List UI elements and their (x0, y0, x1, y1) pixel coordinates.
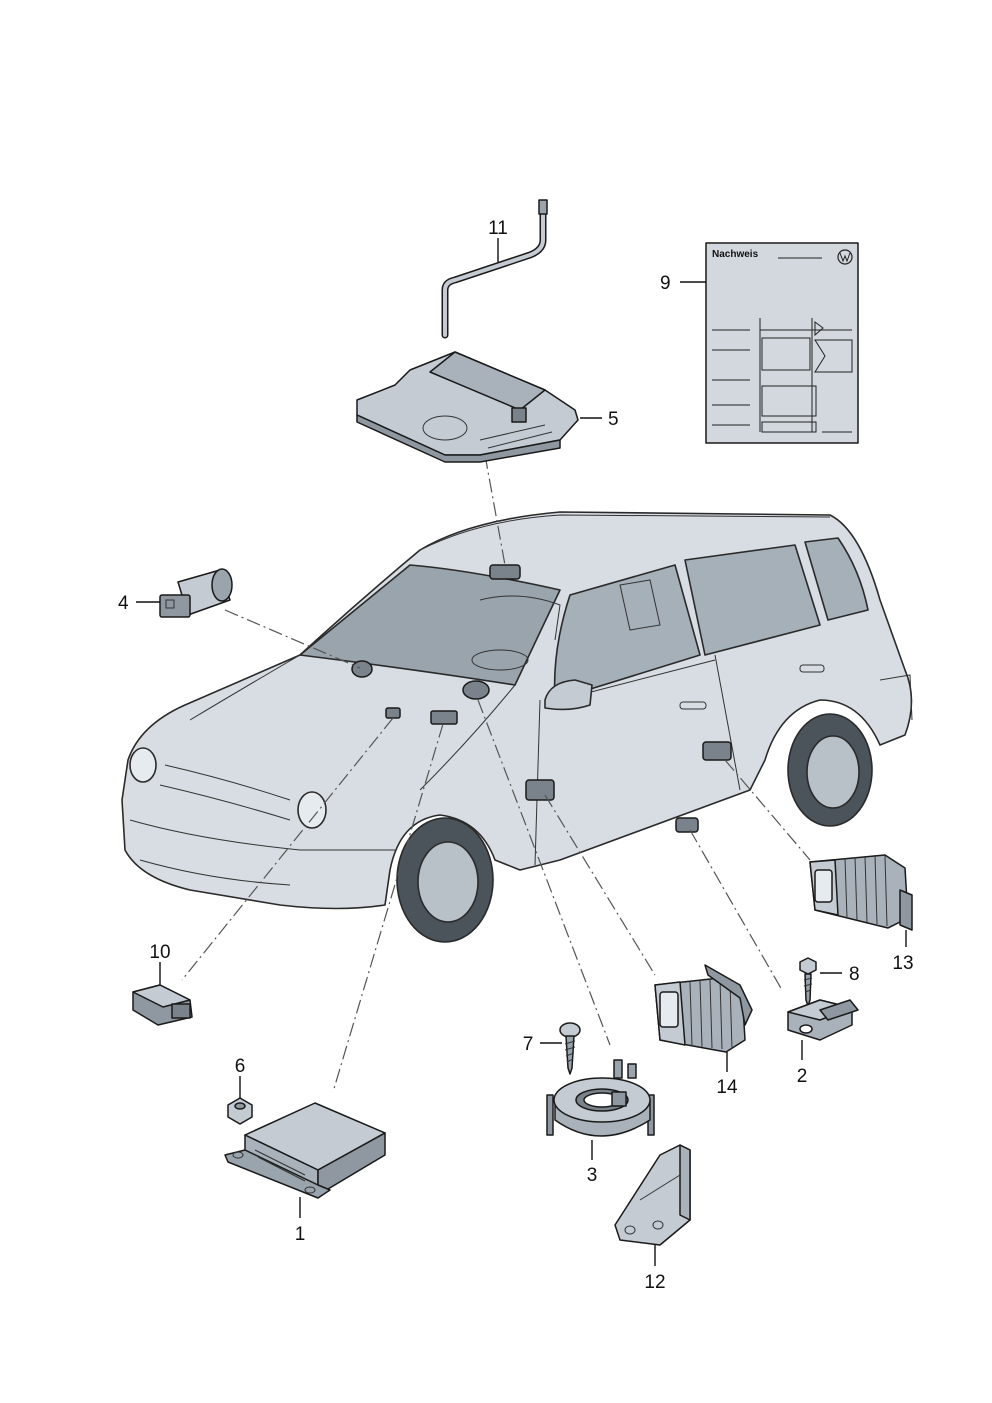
front-door-mount-marker (525, 779, 555, 801)
rear-side-window (684, 544, 821, 656)
part-14-sleeve (654, 964, 753, 1053)
mirror-mount-marker (351, 660, 373, 678)
right-headlight (297, 791, 327, 829)
part-7-screw (559, 1022, 581, 1075)
label-13: 13 (892, 953, 913, 974)
part-4-sensor (159, 568, 233, 618)
label-10: 10 (149, 942, 170, 963)
label-3: 3 (587, 1165, 598, 1186)
steering-mount-marker (462, 680, 490, 700)
rear-door-mount-marker (702, 741, 732, 761)
label-9: 9 (660, 273, 671, 294)
door-sensor-mount-marker (675, 817, 699, 833)
label-2: 2 (797, 1066, 808, 1087)
part-12-bracket (614, 1144, 691, 1246)
front-side-window (553, 564, 701, 701)
part-6-nut (227, 1097, 253, 1125)
part-5-module (356, 351, 579, 463)
document-title: Nachweis (712, 249, 759, 260)
label-14: 14 (716, 1077, 738, 1098)
part-1-control-unit (224, 1102, 386, 1199)
roof-mount-marker (489, 564, 521, 580)
side-mirror (544, 679, 593, 711)
control-unit-mount-marker (430, 710, 458, 725)
left-headlight (129, 747, 157, 783)
part-13-sleeve (809, 854, 913, 931)
part-11-cable (441, 199, 548, 339)
label-6: 6 (235, 1056, 246, 1077)
connector-lines (181, 454, 811, 1093)
quarter-window (804, 537, 869, 621)
label-7: 7 (523, 1034, 534, 1055)
part-8-screw (799, 957, 817, 1007)
vw-logo-icon (837, 249, 853, 265)
part-2-sensor (787, 999, 859, 1041)
label-12: 12 (644, 1272, 665, 1293)
label-8: 8 (849, 964, 860, 985)
label-1: 1 (295, 1224, 306, 1245)
dash-mount-marker (385, 707, 401, 719)
part-9-document: Nachweis (705, 242, 859, 444)
label-11: 11 (488, 218, 508, 239)
car-illustration (121, 511, 913, 943)
part-3-clock-spring (546, 1059, 655, 1137)
part-10-connector (132, 984, 193, 1026)
label-5: 5 (608, 409, 619, 430)
label-4: 4 (118, 593, 129, 614)
